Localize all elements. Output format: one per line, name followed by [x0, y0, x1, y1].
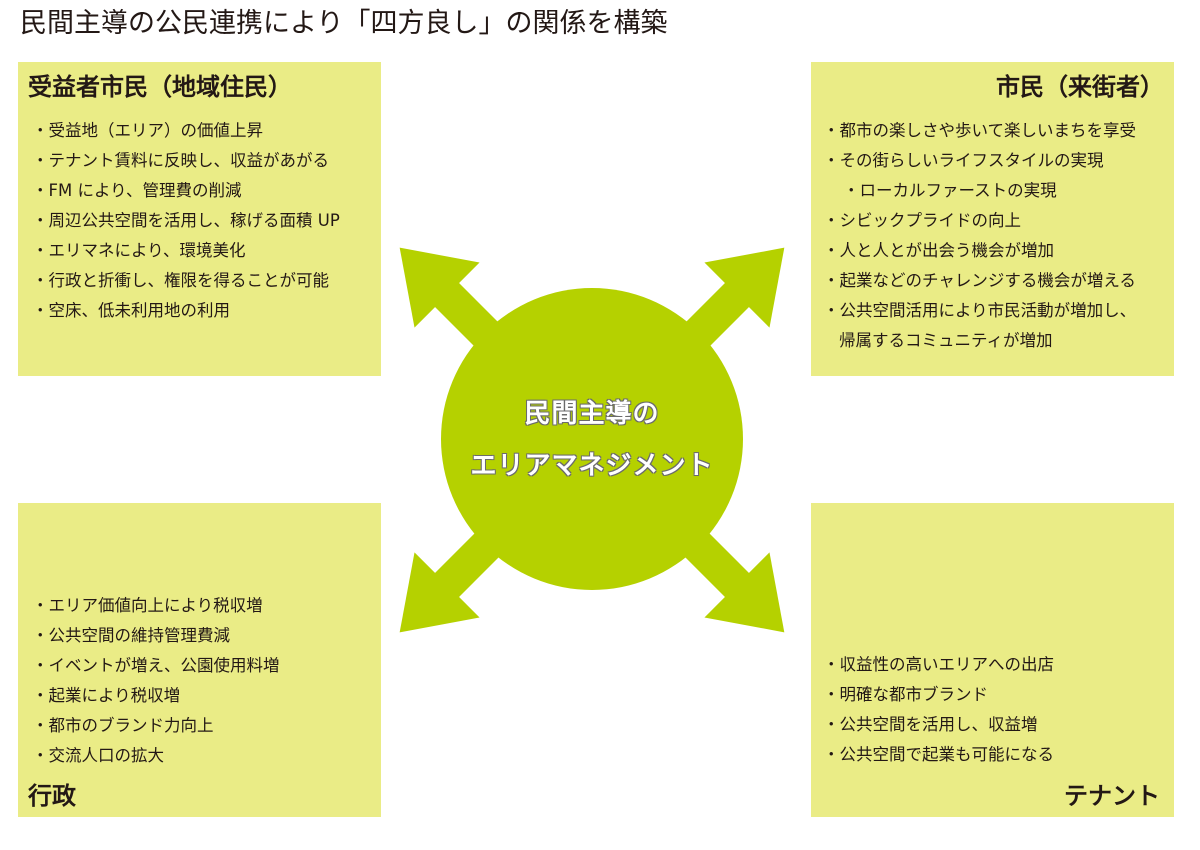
list-item: ・公共空間を活用し、収益増	[823, 715, 1038, 734]
list-item: ・空床、低未利用地の利用	[32, 301, 230, 320]
list-item: ・公共空間の維持管理費減	[32, 626, 230, 645]
quadrant-tenant: ・収益性の高いエリアへの出店 ・明確な都市ブランド ・公共空間を活用し、収益増 …	[811, 503, 1174, 817]
page-title: 民間主導の公民連携により「四方良し」の関係を構築	[20, 8, 668, 39]
list-item: ・明確な都市ブランド	[823, 685, 988, 704]
list-item: ・起業により税収増	[32, 686, 181, 705]
list-item: ・都市の楽しさや歩いて楽しいまちを享受	[823, 121, 1137, 140]
center-label-line2: エリアマネジメント	[470, 451, 714, 481]
quadrant-beneficiary-residents: 受益者市民（地域住民） ・受益地（エリア）の価値上昇 ・テナント賃料に反映し、収…	[18, 62, 381, 376]
benefit-list: ・収益性の高いエリアへの出店 ・明確な都市ブランド ・公共空間を活用し、収益増 …	[823, 650, 1054, 770]
center-label: 民間主導の エリアマネジメント	[442, 388, 742, 492]
list-item: ・交流人口の拡大	[32, 746, 164, 765]
quadrant-citizens-visitors: 市民（来街者） ・都市の楽しさや歩いて楽しいまちを享受 ・その街らしいライフスタ…	[811, 62, 1174, 376]
list-item: ・公共空間で起業も可能になる	[823, 745, 1054, 764]
list-item: ・その街らしいライフスタイルの実現	[823, 151, 1104, 170]
benefit-list: ・受益地（エリア）の価値上昇 ・テナント賃料に反映し、収益があがる ・FM によ…	[32, 116, 340, 326]
center-label-line1: 民間主導の	[524, 399, 660, 429]
list-item: ・都市のブランド力向上	[32, 716, 214, 735]
quadrant-title: 受益者市民（地域住民）	[28, 73, 292, 101]
list-item: ・公共空間活用により市民活動が増加し、	[823, 301, 1137, 320]
list-item-sub: ・ローカルファーストの実現	[843, 181, 1057, 200]
list-item: ・エリマネにより、環境美化	[32, 241, 246, 260]
list-item-continuation: 帰属するコミュニティが増加	[839, 331, 1053, 350]
list-item: ・エリア価値向上により税収増	[32, 596, 263, 615]
list-item: ・テナント賃料に反映し、収益があがる	[32, 151, 329, 170]
list-item: ・FM により、管理費の削減	[32, 181, 242, 200]
quadrant-government: ・エリア価値向上により税収増 ・公共空間の維持管理費減 ・イベントが増え、公園使…	[18, 503, 381, 817]
quadrant-title: 行政	[28, 782, 76, 810]
list-item: ・周辺公共空間を活用し、稼げる面積 UP	[32, 211, 340, 230]
list-item: ・起業などのチャレンジする機会が増える	[823, 271, 1136, 290]
quadrant-title: テナント	[1064, 782, 1160, 810]
list-item: ・人と人とが出会う機会が増加	[823, 241, 1054, 260]
list-item: ・受益地（エリア）の価値上昇	[32, 121, 263, 140]
list-item: ・収益性の高いエリアへの出店	[823, 655, 1054, 674]
list-item: ・行政と折衝し、権限を得ることが可能	[32, 271, 329, 290]
quadrant-title: 市民（来街者）	[996, 73, 1164, 101]
list-item: ・シビックプライドの向上	[823, 211, 1021, 230]
benefit-list: ・都市の楽しさや歩いて楽しいまちを享受 ・その街らしいライフスタイルの実現 ・ロ…	[823, 116, 1136, 356]
benefit-list: ・エリア価値向上により税収増 ・公共空間の維持管理費減 ・イベントが増え、公園使…	[32, 591, 280, 771]
list-item: ・イベントが増え、公園使用料増	[32, 656, 280, 675]
